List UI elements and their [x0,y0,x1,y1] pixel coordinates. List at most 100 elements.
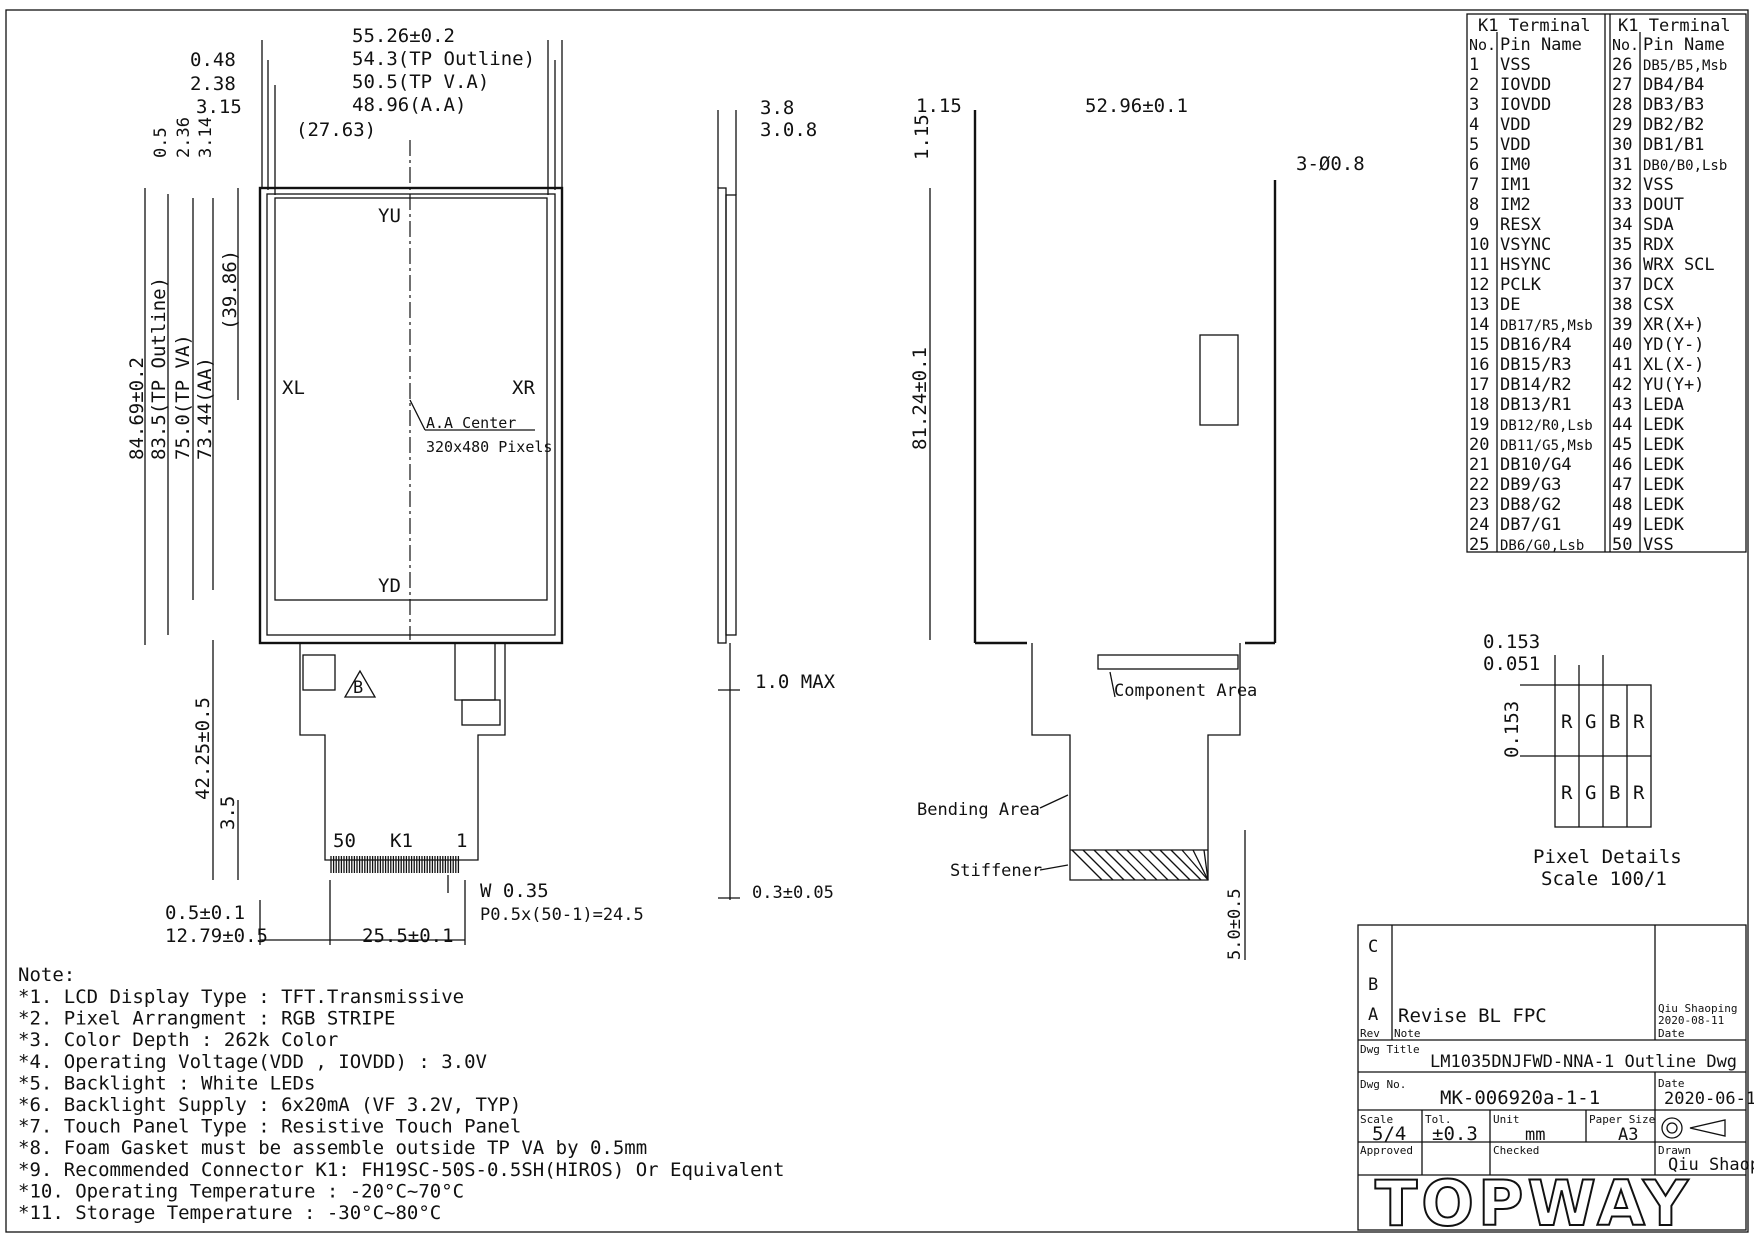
pin-number-left: 21 [1469,455,1489,475]
pin-name-left: IOVDD [1500,95,1551,115]
stiffener-hatch [1071,849,1209,881]
pin-name-left: RESX [1500,215,1542,235]
dim-115-side: 1.15 [911,114,933,160]
note-item: *9. Recommended Connector K1: FH19SC-50S… [18,1159,784,1181]
pin-name-right: DB3/B3 [1643,95,1704,115]
dim-tp-va-height: 75.0(TP VA) [172,334,194,460]
dim-05: 0.5 [151,127,171,158]
label-xr: XR [512,377,535,399]
unit-value: mm [1525,1125,1545,1145]
pin-name-right: DOUT [1643,195,1684,215]
pin-number-left: 1 [1469,55,1479,75]
pin-number-left: 5 [1469,135,1479,155]
drawn-label: Drawn [1658,1144,1691,1157]
pin-number-right: 34 [1612,215,1632,235]
pin-name-left: DB11/G5,Msb [1500,438,1593,454]
pin-name-left: DB14/R2 [1500,375,1572,395]
dim-tp-outline-height: 83.5(TP Outline) [148,277,170,460]
finger-pitch: P0.5x(50-1)=24.5 [480,905,644,925]
pin-name-right: YU(Y+) [1643,375,1704,395]
dim-048: 0.48 [190,49,236,71]
dim-fpc-thickness: 0.3±0.05 [752,883,834,903]
dim-subpixel-pitch: 0.051 [1483,653,1540,675]
pin-number-right: 37 [1612,275,1632,295]
date-label: Date [1658,1027,1685,1040]
pin-name-left: VDD [1500,135,1531,155]
k1-pin-1: 1 [456,830,467,852]
pin-number-left: 12 [1469,275,1489,295]
dim-pixel-pitch: 0.153 [1483,631,1540,653]
pin-table-header-right: K1 Terminal [1618,16,1731,36]
rev-a-date: 2020-08-11 [1658,1014,1724,1027]
pin-number-right: 27 [1612,75,1632,95]
dim-thickness: 3.8 [760,97,794,119]
side-view: 3.8 3.0.8 1.0 MAX 0.3±0.05 [717,97,836,903]
back-view: 1.15 1.15 52.96±0.1 81.24±0.1 3-Ø0.8 Com… [909,95,1365,960]
pin-name-right: DB5/B5,Msb [1643,58,1727,74]
pin-name-right: SDA [1643,215,1674,235]
dim-overall-width: 55.26±0.2 [352,25,455,47]
dim-center-offset: (27.63) [296,119,376,141]
pin-number-left: 7 [1469,175,1479,195]
note-label: Note [1394,1027,1421,1040]
paper-label: Paper Size [1589,1113,1655,1126]
pin-table-header-left: K1 Terminal [1478,16,1591,36]
pin-name-right: DCX [1643,275,1674,295]
pin-number-left: 2 [1469,75,1479,95]
pin-number-right: 46 [1612,455,1632,475]
dim-35: 3.5 [217,796,239,830]
notes: Note: *1. LCD Display Type : TFT.Transmi… [18,964,784,1224]
note-item: *8. Foam Gasket must be assemble outside… [18,1137,647,1159]
pin-name-left: IM2 [1500,195,1531,215]
pin-name-left: DB16/R4 [1500,335,1572,355]
pin-name-right: CSX [1643,295,1674,315]
dim-tp-va-width: 50.5(TP V.A) [352,71,489,93]
dim-115-top: 1.15 [916,95,962,117]
pin-number-right: 50 [1612,535,1632,555]
dim-aa-width: 48.96(A.A) [352,94,466,116]
scale-label: Scale [1360,1113,1393,1126]
dim-max: 1.0 MAX [755,671,836,693]
pin-name-right: LEDK [1643,415,1685,435]
label-yu: YU [378,205,401,227]
pin-name-left: VSS [1500,55,1531,75]
dim-back-height: 81.24±0.1 [909,347,931,450]
pin-no-header-left: No. [1469,36,1496,54]
unit-label: Unit [1493,1113,1520,1126]
pin-name-left: DB17/R5,Msb [1500,318,1593,334]
note-item: *11. Storage Temperature : -30°C~80°C [18,1202,441,1224]
dim-fpc-length: 42.25±0.5 [192,697,214,800]
pin-number-right: 40 [1612,335,1632,355]
pin-name-right: YD(Y-) [1643,335,1704,355]
pin-number-left: 25 [1469,535,1489,555]
pin-number-left: 16 [1469,355,1489,375]
pin-name-right: LEDK [1643,475,1685,495]
resolution-label: 320x480 Pixels [426,438,552,456]
pin-number-right: 26 [1612,55,1632,75]
pin-name-left: DB6/G0,Lsb [1500,538,1584,554]
dim-center-height: (39.86) [219,250,241,330]
pin-name-left: DB7/G1 [1500,515,1561,535]
pin-name-right: RDX [1643,235,1674,255]
pixel-cell-b: B [1609,711,1620,733]
pin-number-right: 41 [1612,355,1632,375]
note-item: *2. Pixel Arrangment : RGB STRIPE [18,1008,396,1030]
note-item: *3. Color Depth : 262k Color [18,1029,338,1051]
pin-name-left: DB12/R0,Lsb [1500,418,1593,434]
pin-name-left: VSYNC [1500,235,1551,255]
title-block: C B A Revise BL FPC Qiu Shaoping 2020-08… [1357,924,1754,1240]
dim-stiffener: 5.0±0.5 [1225,888,1245,960]
pin-number-left: 11 [1469,255,1489,275]
note-item: *1. LCD Display Type : TFT.Transmissive [18,986,464,1008]
date-label-2: Date [1658,1077,1685,1090]
pin-number-left: 6 [1469,155,1479,175]
pin-name-right: WRX SCL [1643,255,1715,275]
tp-outline [266,193,556,636]
pin-number-right: 35 [1612,235,1632,255]
dim-pixel-height: 0.153 [1501,701,1523,758]
pin-name-left: DB10/G4 [1500,455,1572,475]
rev-a: A [1368,1005,1378,1025]
